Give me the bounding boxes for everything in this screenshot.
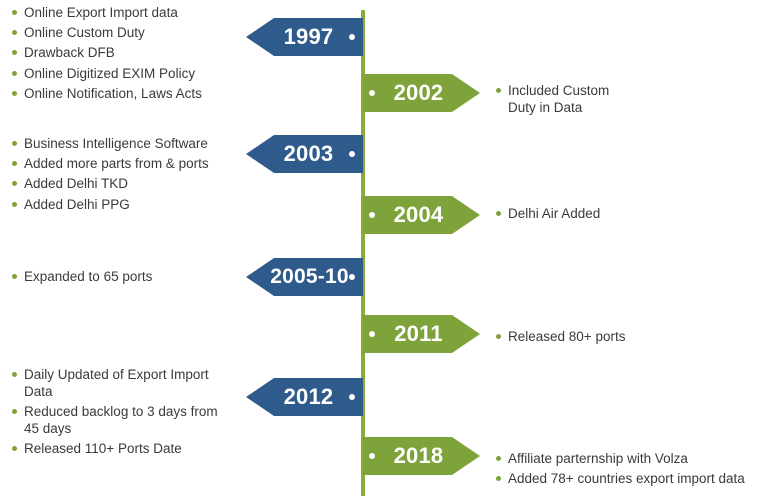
year-tag-2004: 2004 [363, 196, 480, 234]
year-tag-2012: 2012 [246, 378, 363, 416]
year-label: 2011 [394, 321, 443, 346]
list-item: Delhi Air Added [494, 205, 694, 222]
milestone-2003-list: Business Intelligence Software Added mor… [10, 135, 245, 216]
list-item: Added Delhi TKD [10, 175, 245, 192]
list-item: Online Digitized EXIM Policy [10, 65, 240, 82]
year-label: 1997 [283, 24, 334, 49]
list-item: Added more parts from & ports [10, 155, 245, 172]
list-item: Daily Updated of Export Import Data [10, 366, 220, 400]
year-tag-2002: 2002 [363, 74, 480, 112]
year-tag-2011: 2011 [363, 315, 480, 353]
milestone-2012-list: Daily Updated of Export Import Data Redu… [10, 366, 220, 461]
year-tag-2003: 2003 [246, 135, 363, 173]
list-item: Included Custom Duty in Data [494, 82, 634, 116]
timeline-dot [349, 394, 355, 400]
list-item: Added Delhi PPG [10, 196, 245, 213]
timeline-dot [369, 331, 375, 337]
year-label: 2004 [393, 202, 444, 227]
year-tag-1997: 1997 [246, 18, 363, 56]
timeline-axis [361, 10, 365, 496]
milestone-2018-list: Affiliate parternship with Volza Added 7… [494, 450, 774, 490]
list-item: Online Custom Duty [10, 24, 240, 41]
year-label: 2003 [283, 141, 334, 166]
milestone-2005-10-list: Expanded to 65 ports [10, 268, 230, 288]
list-item: Reduced backlog to 3 days from 45 days [10, 403, 220, 437]
year-tag-2005-10: 2005-10 [246, 258, 363, 296]
list-item: Business Intelligence Software [10, 135, 245, 152]
milestone-2002-list: Included Custom Duty in Data [494, 82, 634, 119]
year-label: 2012 [283, 384, 334, 409]
timeline-dot [369, 212, 375, 218]
list-item: Drawback DFB [10, 44, 240, 61]
year-label: 2005-10 [270, 265, 349, 288]
milestone-2011-list: Released 80+ ports [494, 328, 694, 348]
list-item: Expanded to 65 ports [10, 268, 230, 285]
year-label: 2018 [393, 443, 444, 468]
year-label: 2002 [393, 80, 444, 105]
list-item: Affiliate parternship with Volza [494, 450, 774, 467]
list-item: Released 80+ ports [494, 328, 694, 345]
timeline-dot [349, 274, 355, 280]
list-item: Online Notification, Laws Acts [10, 85, 240, 102]
timeline-dot [369, 453, 375, 459]
milestone-2004-list: Delhi Air Added [494, 205, 694, 225]
timeline-dot [369, 90, 375, 96]
year-tag-2018: 2018 [363, 437, 480, 475]
milestone-1997-list: Online Export Import data Online Custom … [10, 4, 240, 105]
timeline-dot [349, 34, 355, 40]
list-item: Online Export Import data [10, 4, 240, 21]
list-item: Added 78+ countries export import data [494, 470, 774, 487]
list-item: Released 110+ Ports Date [10, 440, 220, 457]
timeline-dot [349, 151, 355, 157]
